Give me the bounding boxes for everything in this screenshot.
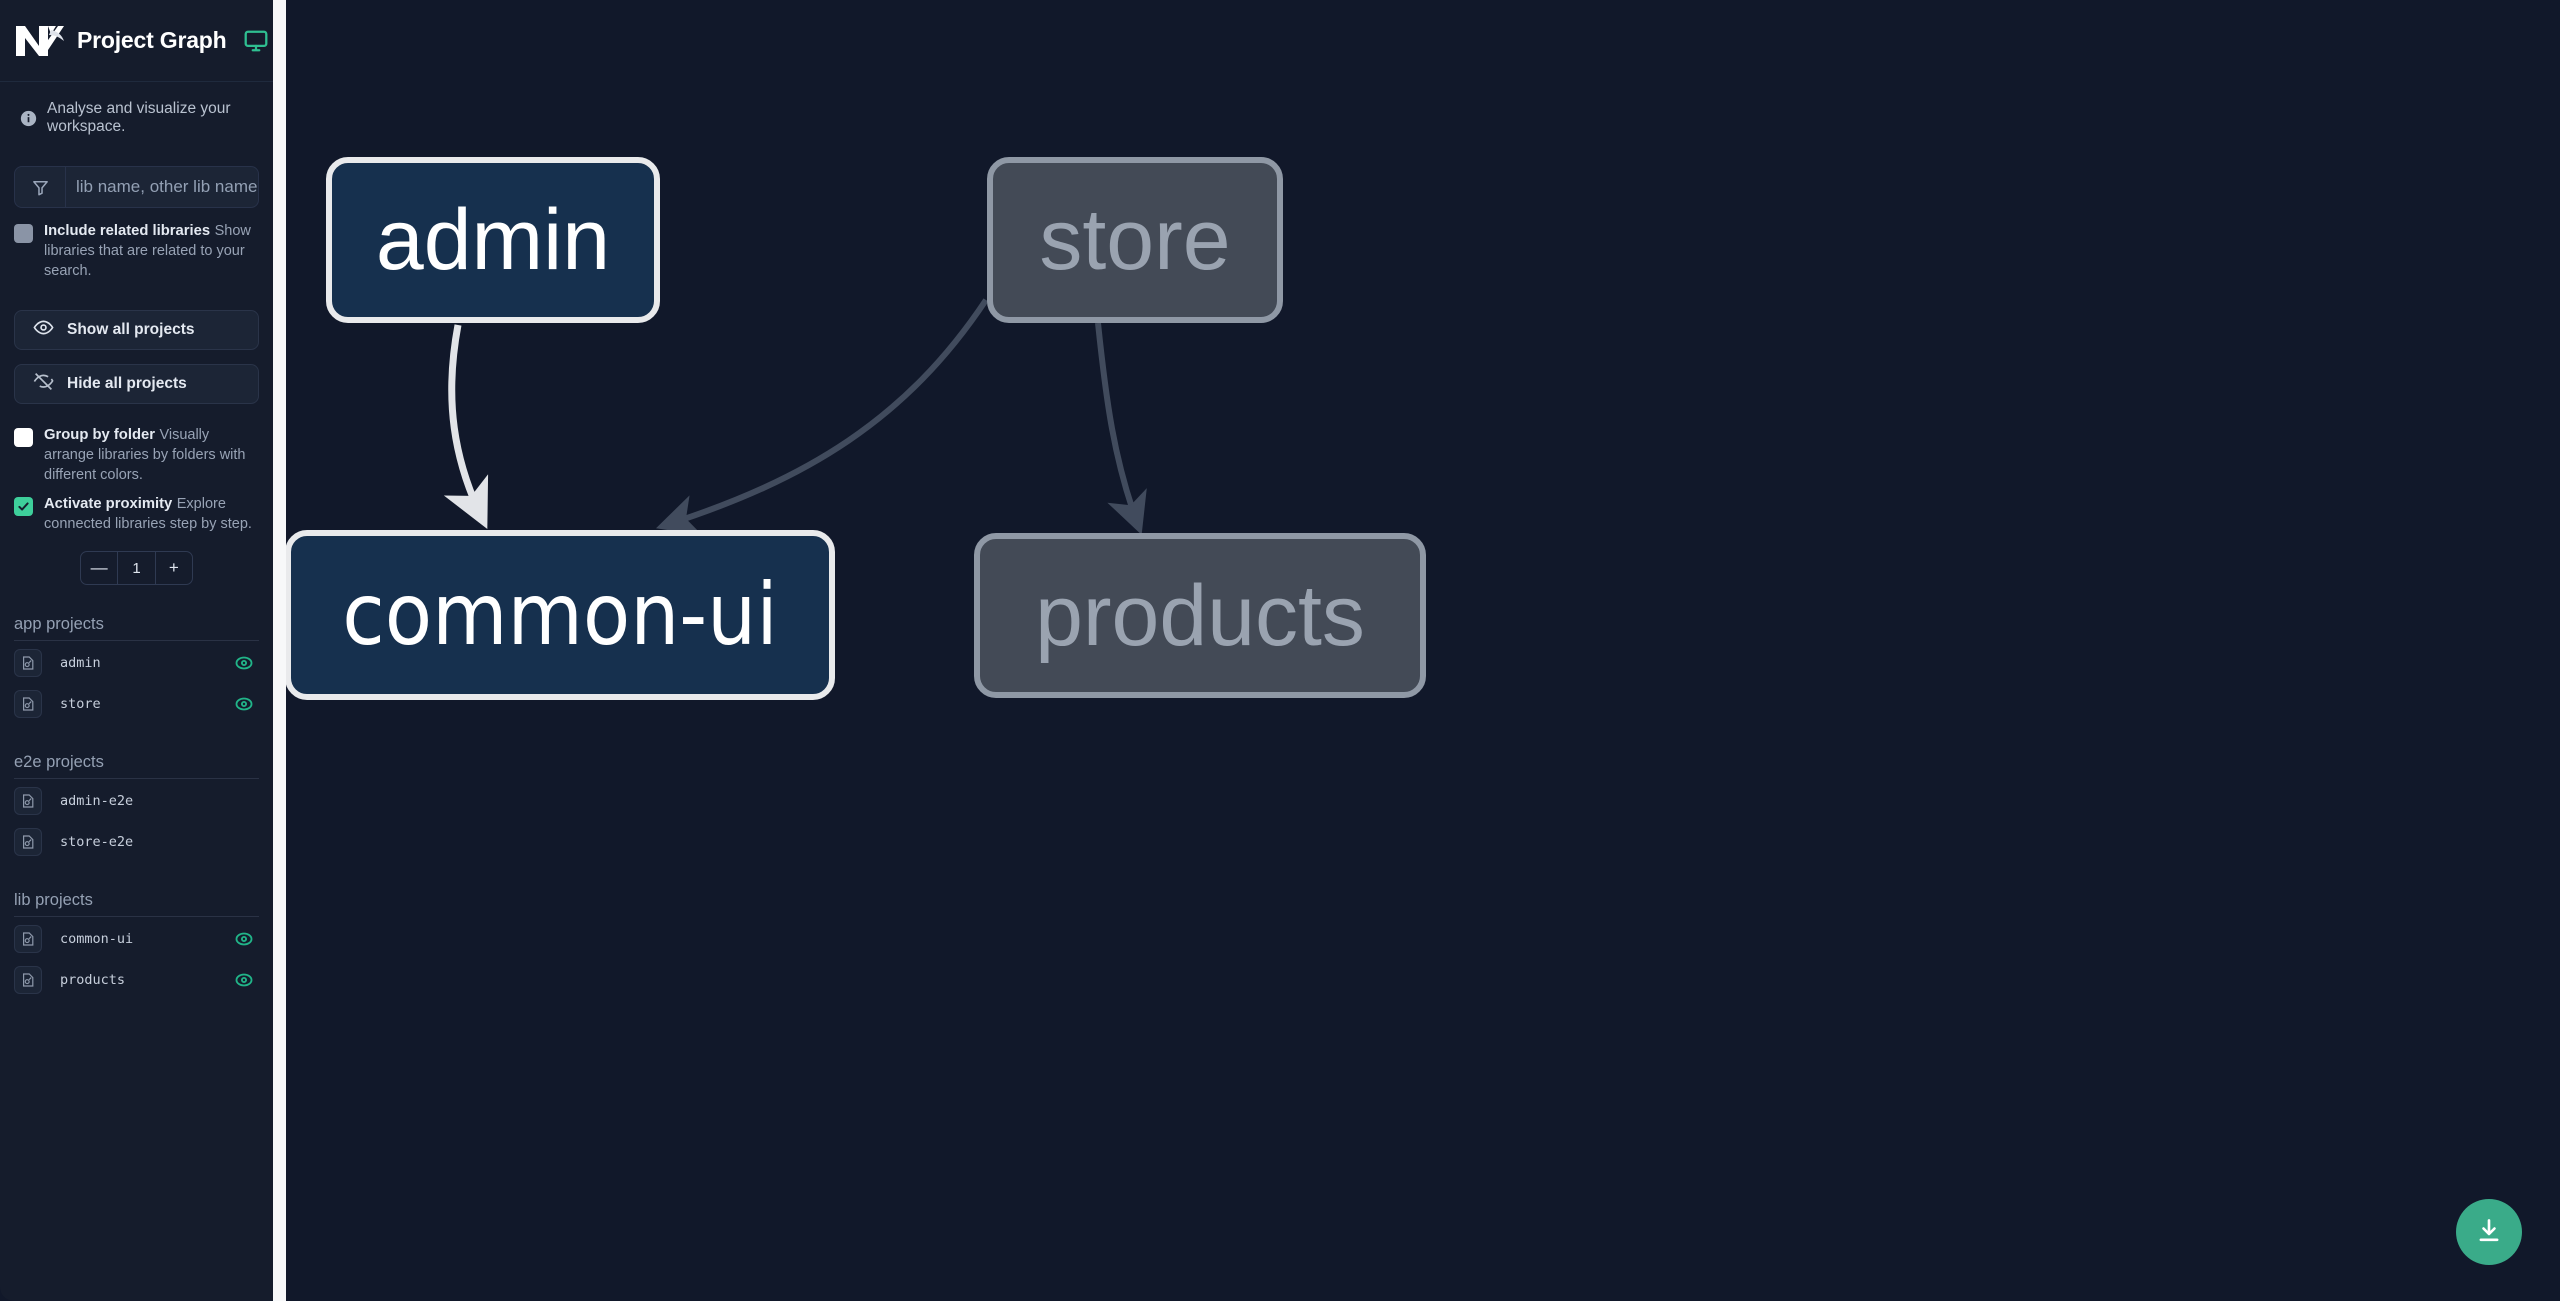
proximity-increment-button[interactable]: + [168,558,179,578]
option-activate-proximity[interactable]: Activate proximity Explore connected lib… [0,485,273,535]
sidebar-item-products[interactable]: products [14,961,259,999]
filter-funnel-icon [15,167,66,207]
page-title: Project Graph [77,27,227,53]
monitor-icon[interactable] [243,28,269,54]
sidebar-item-common-ui[interactable]: common-ui [14,920,259,958]
project-file-icon [14,828,42,857]
option-title: Group by folder [44,426,155,443]
group-title: app projects [14,615,104,634]
project-file-icon [14,925,42,954]
sidebar-resize-handle[interactable] [273,0,286,1301]
sidebar-tagline: Analyse and visualize your workspace. [0,82,273,144]
graph-node-products[interactable]: products [974,533,1426,698]
checkbox-activate-proximity[interactable] [14,497,33,517]
option-include-related-libraries[interactable]: Include related libraries Show libraries… [0,208,273,282]
info-circle-icon [20,110,37,127]
tagline-text: Analyse and visualize your workspace. [47,100,231,135]
project-name: store-e2e [60,834,134,851]
group-title: lib projects [14,891,93,910]
project-group-e2e: e2e projects admin-e2e store-e2e [0,753,273,861]
node-label: store [1039,192,1231,288]
proximity-decrement-button[interactable]: — [90,558,108,578]
download-graph-button[interactable] [2456,1199,2522,1265]
option-title: Activate proximity [44,496,173,513]
proximity-value: 1 [132,559,141,577]
eye-visible-icon[interactable] [233,693,255,715]
sidebar: Project Graph Analyse and visualize your… [0,0,273,1301]
option-description: Show libraries that are related to your … [44,223,251,279]
group-divider [14,640,259,642]
group-title: e2e projects [14,753,104,772]
sidebar-header: Project Graph [0,0,273,82]
show-all-projects-label: Show all projects [67,320,195,338]
option-description: Explore connected libraries step by step… [44,496,252,533]
project-group-app: app projects admin store [0,615,273,723]
eye-visible-icon[interactable] [233,928,255,950]
graph-node-admin[interactable]: admin [326,157,660,323]
sidebar-item-admin[interactable]: admin [14,644,259,682]
group-divider [14,916,259,918]
edge-admin-to-common-ui [443,324,489,530]
project-file-icon [14,690,42,719]
search-input[interactable] [66,167,273,207]
proximity-stepper[interactable]: — 1 + [80,551,193,586]
eye-icon [33,317,54,343]
sidebar-item-store[interactable]: store [14,685,259,723]
graph-edges [443,298,1147,536]
nx-logo-icon [14,20,66,62]
node-label: common-ui [342,565,778,665]
search-box[interactable] [14,166,273,208]
eye-visible-icon[interactable] [233,969,255,991]
show-all-projects-button[interactable]: Show all projects [14,309,259,350]
group-divider [14,778,259,780]
graph-node-store[interactable]: store [987,157,1283,323]
sidebar-item-store-e2e[interactable]: store-e2e [14,823,259,861]
checkbox-group-by-folder[interactable] [14,427,33,447]
option-description: Visually arrange libraries by folders wi… [44,426,246,483]
project-file-icon [14,966,42,995]
sidebar-item-admin-e2e[interactable]: admin-e2e [14,782,259,820]
hide-all-projects-label: Hide all projects [67,374,187,392]
stepper-divider [117,552,119,585]
project-file-icon [14,787,42,816]
edge-store-to-products [1095,322,1147,535]
project-name: products [60,972,126,989]
download-icon [2474,1216,2504,1249]
edge-store-to-common-ui [656,298,989,536]
project-name: store [60,696,101,713]
hide-all-projects-button[interactable]: Hide all projects [14,363,259,404]
project-name: admin-e2e [60,793,134,810]
graph-canvas[interactable]: admin store common-ui products [285,0,2560,1301]
eye-visible-icon[interactable] [233,652,255,674]
project-file-icon [14,649,42,678]
project-name: common-ui [60,931,134,948]
project-group-lib: lib projects common-ui products [0,891,273,999]
checkbox-include-related-libraries[interactable] [14,224,33,243]
project-name: admin [60,655,101,672]
node-label: admin [375,192,611,288]
option-title: Include related libraries [44,223,211,239]
eye-off-icon [33,371,54,397]
stepper-divider [154,552,156,585]
graph-node-common-ui[interactable]: common-ui [285,530,835,700]
node-label: products [1035,567,1365,664]
option-group-by-folder[interactable]: Group by folder Visually arrange librari… [0,404,273,486]
